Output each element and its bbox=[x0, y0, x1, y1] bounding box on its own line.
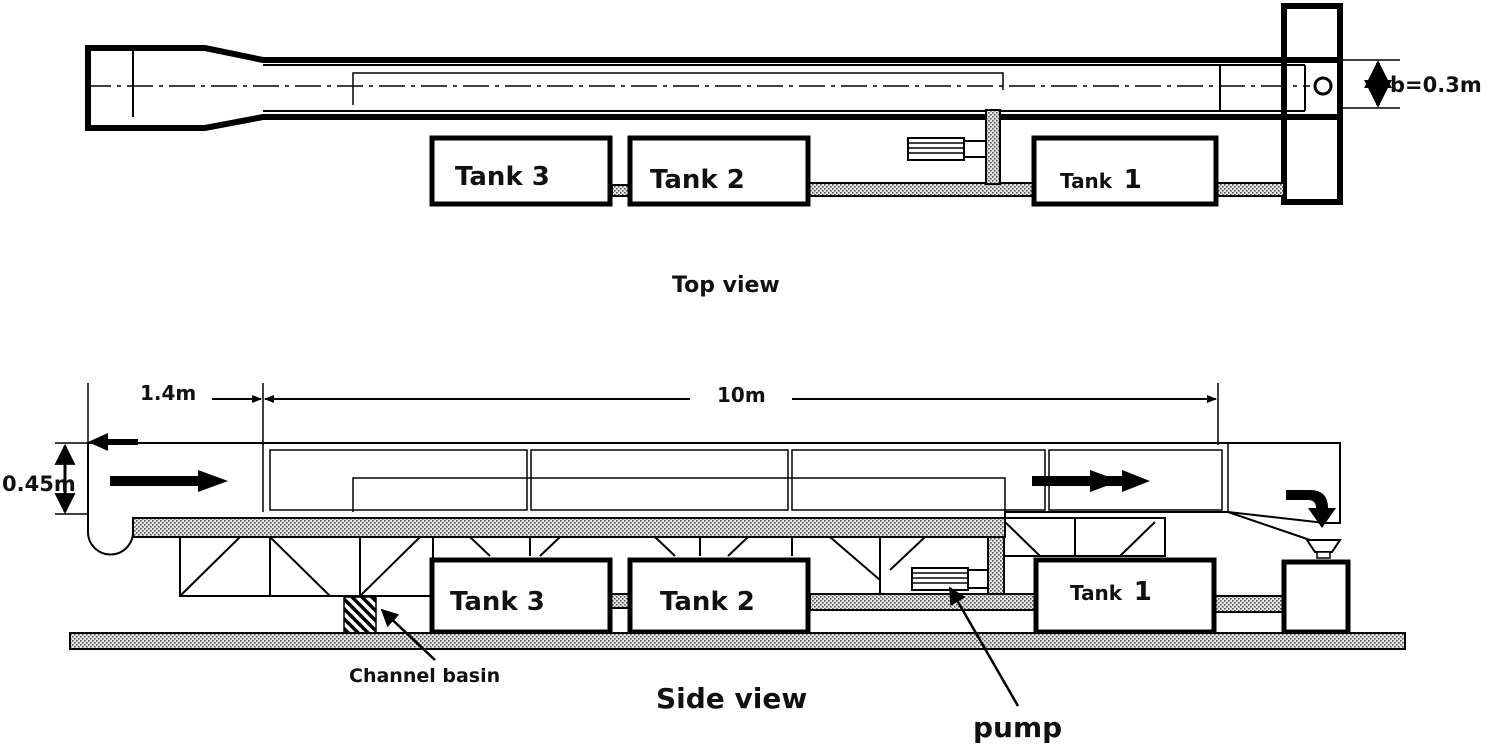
side-tank-3-label: Tank 3 bbox=[450, 587, 545, 617]
side-tank-2-label: Tank 2 bbox=[660, 587, 755, 617]
side-view-caption: Side view bbox=[656, 682, 807, 715]
truss-diag bbox=[1004, 521, 1041, 557]
top-tank-1-prefix: Tank bbox=[1060, 169, 1113, 193]
side-tank-1 bbox=[1033, 557, 1217, 635]
top-tank-1 bbox=[1031, 135, 1219, 207]
side-panel bbox=[269, 449, 528, 511]
side-tank-1-label: Tank 1 bbox=[1070, 577, 1152, 607]
side-pump-motor bbox=[967, 569, 989, 589]
channel-basin-label: Channel basin bbox=[349, 665, 500, 687]
truss-diag bbox=[269, 536, 331, 597]
channel-basin-support bbox=[343, 596, 377, 634]
truss-diag bbox=[359, 536, 421, 597]
outlet-drop-arrow-icon bbox=[1286, 490, 1336, 528]
channel-bed bbox=[132, 517, 1006, 538]
side-test-section bbox=[352, 477, 1006, 512]
top-tank-3 bbox=[429, 135, 613, 207]
truss-frame bbox=[179, 536, 434, 597]
top-tank-3-label: Tank 3 bbox=[455, 162, 550, 192]
top-pump-motor bbox=[963, 140, 987, 158]
side-panel bbox=[791, 449, 1046, 511]
outlet-nozzle bbox=[1316, 551, 1331, 559]
top-pump bbox=[907, 137, 987, 161]
side-inlet-bulb bbox=[87, 443, 134, 556]
side-pipe-t1-res bbox=[1213, 595, 1287, 613]
side-flume-bottom-outlet bbox=[1227, 511, 1311, 541]
side-tank-1-number: 1 bbox=[1134, 577, 1152, 607]
width-label: b=0.3m bbox=[1390, 73, 1482, 97]
inlet-return-arrow-icon bbox=[88, 433, 138, 451]
top-tank-1-label: Tank 1 bbox=[1060, 165, 1142, 195]
side-panel bbox=[530, 449, 789, 511]
top-pipe-t1-res bbox=[1214, 182, 1285, 197]
test-length-label: 10m bbox=[717, 383, 766, 407]
side-pump bbox=[911, 567, 989, 591]
flow-arrow-left-icon bbox=[110, 470, 228, 492]
top-flume-outline bbox=[85, 45, 1343, 131]
top-tank-2 bbox=[627, 135, 811, 207]
pump-label: pump bbox=[973, 711, 1062, 744]
side-flume-outline bbox=[88, 442, 1341, 524]
side-view: 1.4m 10m 0.45m bbox=[2, 381, 1406, 744]
top-reservoir bbox=[1281, 3, 1343, 205]
top-test-section bbox=[352, 72, 1004, 105]
channel-basin-leader bbox=[380, 608, 436, 661]
truss-diag bbox=[829, 536, 881, 581]
flow-arrow-right-icon bbox=[1032, 470, 1120, 492]
side-pipe-riser bbox=[987, 536, 1005, 600]
side-tank-2 bbox=[627, 557, 811, 635]
truss-diag bbox=[889, 536, 926, 571]
truss-diag bbox=[179, 536, 241, 597]
top-view-caption: Top view bbox=[672, 273, 780, 298]
outlet-funnel bbox=[1305, 539, 1342, 553]
height-label: 0.45m bbox=[2, 472, 76, 496]
top-pipe-t3-t2 bbox=[611, 184, 631, 197]
top-tank-1-number: 1 bbox=[1124, 165, 1142, 195]
truss-diag bbox=[469, 536, 491, 557]
top-pipe-riser bbox=[985, 109, 1001, 185]
top-pump-body bbox=[907, 137, 965, 161]
inlet-length-label: 1.4m bbox=[140, 381, 196, 405]
truss-right-frame bbox=[1005, 517, 1166, 557]
ground-floor bbox=[69, 632, 1406, 650]
side-pump-body bbox=[911, 567, 969, 591]
truss-diag bbox=[1119, 521, 1156, 557]
flow-arrow-right-icon-2 bbox=[1100, 470, 1150, 492]
side-tank-1-prefix: Tank bbox=[1070, 581, 1123, 605]
pump-leader bbox=[948, 586, 1020, 707]
truss-diag bbox=[539, 536, 561, 557]
truss-diag bbox=[654, 536, 676, 557]
side-reservoir bbox=[1281, 559, 1351, 635]
outlet-circle-icon bbox=[1313, 76, 1333, 96]
top-view: b=0.3m Tank 3 Tank 2 Tank 1 Top view bbox=[85, 3, 1482, 298]
truss-diag bbox=[727, 536, 749, 557]
top-tank-2-label: Tank 2 bbox=[650, 165, 745, 195]
side-pipe-t2-t1 bbox=[809, 593, 1037, 611]
